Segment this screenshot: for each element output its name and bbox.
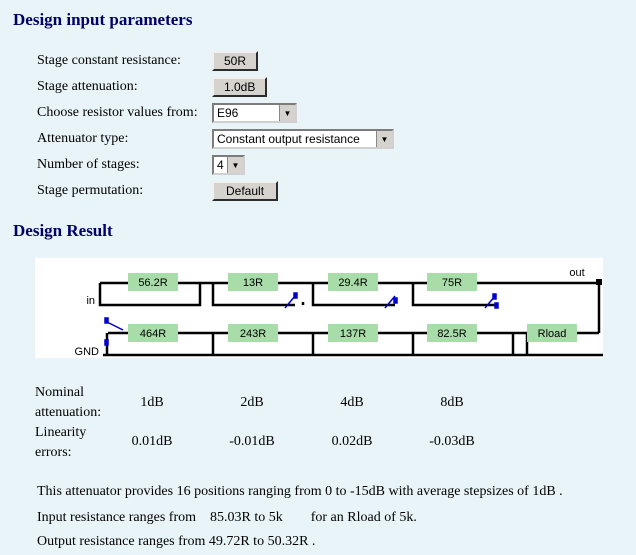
- param-row-series: Choose resistor values from: E96 ▼: [37, 102, 297, 124]
- linearity-errors-label: Linearity errors:: [35, 425, 87, 460]
- param-label: Number of stages:: [37, 157, 140, 172]
- nominal-value: 8dB: [440, 395, 464, 410]
- param-label: Stage constant resistance:: [37, 53, 181, 68]
- stage-attenuation-button[interactable]: 1.0dB: [212, 77, 268, 97]
- chevron-down-icon: ▼: [227, 157, 243, 173]
- param-label: Attenuator type:: [37, 131, 129, 146]
- chevron-down-icon: ▼: [279, 105, 295, 121]
- series-resistor-2: 13R: [243, 277, 263, 289]
- gnd-label: GND: [75, 346, 100, 358]
- select-value: E96: [217, 106, 239, 120]
- stage-resistance-button[interactable]: 50R: [212, 51, 259, 71]
- param-label: Stage attenuation:: [37, 79, 138, 94]
- nominal-attenuation-label: Nominal attenuation:: [35, 385, 102, 420]
- series-resistor-4: 75R: [442, 277, 462, 289]
- nominal-value: 2dB: [240, 395, 264, 410]
- param-row-attenuation: Stage attenuation: 1.0dB: [37, 76, 268, 98]
- load-resistor: Rload: [538, 328, 567, 340]
- chevron-down-icon: ▼: [376, 131, 392, 147]
- in-label: in: [86, 295, 95, 307]
- linearity-value: 0.02dB: [331, 434, 373, 449]
- param-row-permutation: Stage permutation: Default: [37, 180, 279, 202]
- linearity-value: -0.01dB: [229, 434, 275, 449]
- attenuator-type-select[interactable]: Constant output resistance ▼: [212, 129, 394, 149]
- linearity-value: 0.01dB: [131, 434, 173, 449]
- info-positions: This attenuator provides 16 positions ra…: [37, 484, 563, 499]
- param-row-stages: Number of stages: 4 ▼: [37, 154, 245, 176]
- shunt-resistor-4: 82.5R: [437, 328, 466, 340]
- resistor-series-select[interactable]: E96 ▼: [212, 103, 297, 123]
- param-label: Choose resistor values from:: [37, 105, 198, 120]
- param-row-resistance: Stage constant resistance: 50R: [37, 50, 259, 72]
- number-of-stages-select[interactable]: 4 ▼: [212, 155, 245, 175]
- out-label: out: [569, 267, 584, 279]
- series-resistor-1: 56.2R: [138, 277, 167, 289]
- design-input-title: Design input parameters: [13, 10, 193, 29]
- shunt-resistor-1: 464R: [140, 328, 166, 340]
- param-row-type: Attenuator type: Constant output resista…: [37, 128, 394, 150]
- select-value: 4: [217, 158, 224, 172]
- info-input-resistance: Input resistance ranges from 85.03R to 5…: [37, 510, 417, 525]
- nominal-value: 1dB: [140, 395, 164, 410]
- shunt-resistor-3: 137R: [340, 328, 366, 340]
- series-resistor-3: 29.4R: [338, 277, 367, 289]
- linearity-value: -0.03dB: [429, 434, 475, 449]
- design-result-title: Design Result: [13, 221, 113, 240]
- info-output-resistance: Output resistance ranges from 49.72R to …: [37, 534, 316, 549]
- param-label: Stage permutation:: [37, 183, 144, 198]
- attenuator-circuit-diagram: 56.2R 13R 29.4R 75R 464R 243R 137R 82.5R…: [35, 258, 603, 358]
- shunt-resistor-2: 243R: [240, 328, 266, 340]
- select-value: Constant output resistance: [217, 132, 360, 146]
- stage-permutation-button[interactable]: Default: [212, 181, 279, 201]
- nominal-value: 4dB: [340, 395, 364, 410]
